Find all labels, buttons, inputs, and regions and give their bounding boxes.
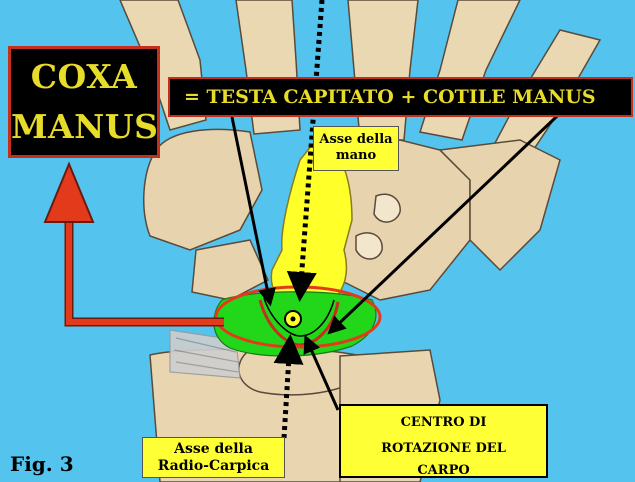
title-line-1: COXA — [11, 57, 157, 96]
coxa-manus-title: COXA MANUS — [8, 46, 160, 158]
rotation-center-label: CENTRO DI ROTAZIONE DEL CARPO — [339, 404, 548, 478]
rotation-center-label-line-3: CARPO — [341, 463, 546, 478]
hand-axis-label-line-1: Asse della — [314, 132, 398, 148]
rotation-center-label-line-1: CENTRO DI — [341, 415, 546, 430]
rotation-center-label-line-2: ROTAZIONE DEL — [341, 441, 546, 456]
hand-axis-label: Asse della mano — [313, 126, 399, 171]
radiocarpal-axis-label-line-2: Radio-Carpica — [143, 458, 284, 475]
radiocarpal-axis-label-line-1: Asse della — [143, 441, 284, 458]
title-line-2: MANUS — [11, 107, 157, 146]
figure-label: Fig. 3 — [10, 452, 74, 476]
rotation-center-mark — [285, 311, 301, 327]
radiocarpal-axis-label: Asse della Radio-Carpica — [142, 437, 285, 478]
formula-banner: = TESTA CAPITATO + COTILE MANUS — [168, 77, 633, 117]
hand-axis-label-line-2: mano — [314, 148, 398, 164]
